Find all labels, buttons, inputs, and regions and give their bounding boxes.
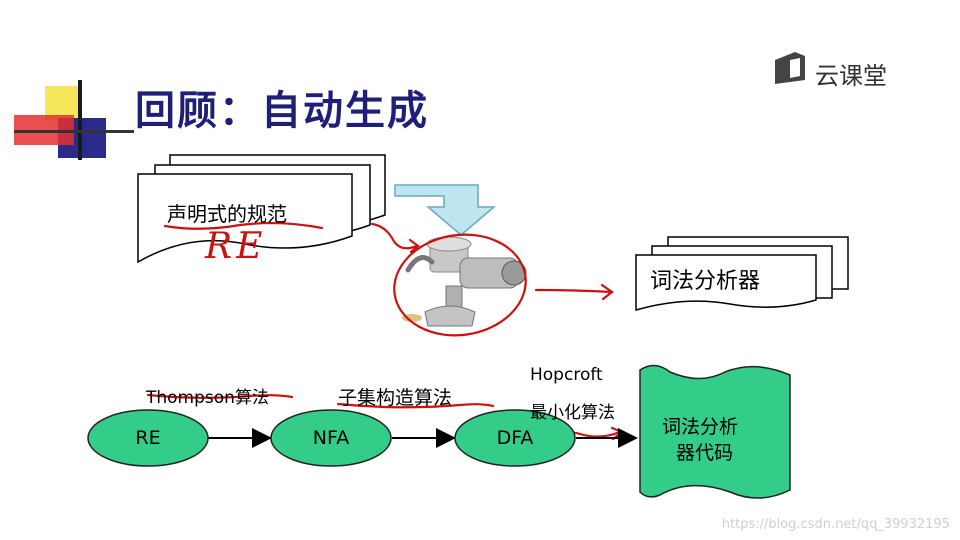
spec-doc-label: 声明式的规范	[167, 198, 287, 227]
re-handwritten-annotation: RE	[205, 226, 266, 267]
slide-title: 回顾：自动生成	[135, 78, 429, 136]
code-doc-label-line1: 词法分析	[662, 414, 738, 440]
minimization-label: 最小化算法	[530, 398, 615, 423]
subset-construction-label: 子集构造算法	[338, 383, 452, 410]
watermark-url: https://blog.csdn.net/qq_39932195	[722, 517, 950, 532]
node-re-label: RE	[118, 427, 178, 449]
brand-label: 云课堂	[815, 56, 887, 91]
meat-grinder-icon	[402, 237, 526, 326]
cloud-classroom-icon	[775, 52, 805, 84]
hopcroft-label: Hopcroft	[530, 365, 603, 385]
corner-decoration	[14, 80, 134, 160]
down-arrow-icon	[395, 185, 494, 235]
node-dfa-label: DFA	[485, 427, 545, 449]
thompson-label: Thompson算法	[146, 383, 269, 408]
output-doc-label: 词法分析器	[650, 263, 760, 295]
code-doc-label-line2: 器代码	[676, 440, 733, 466]
node-nfa-label: NFA	[301, 427, 361, 449]
